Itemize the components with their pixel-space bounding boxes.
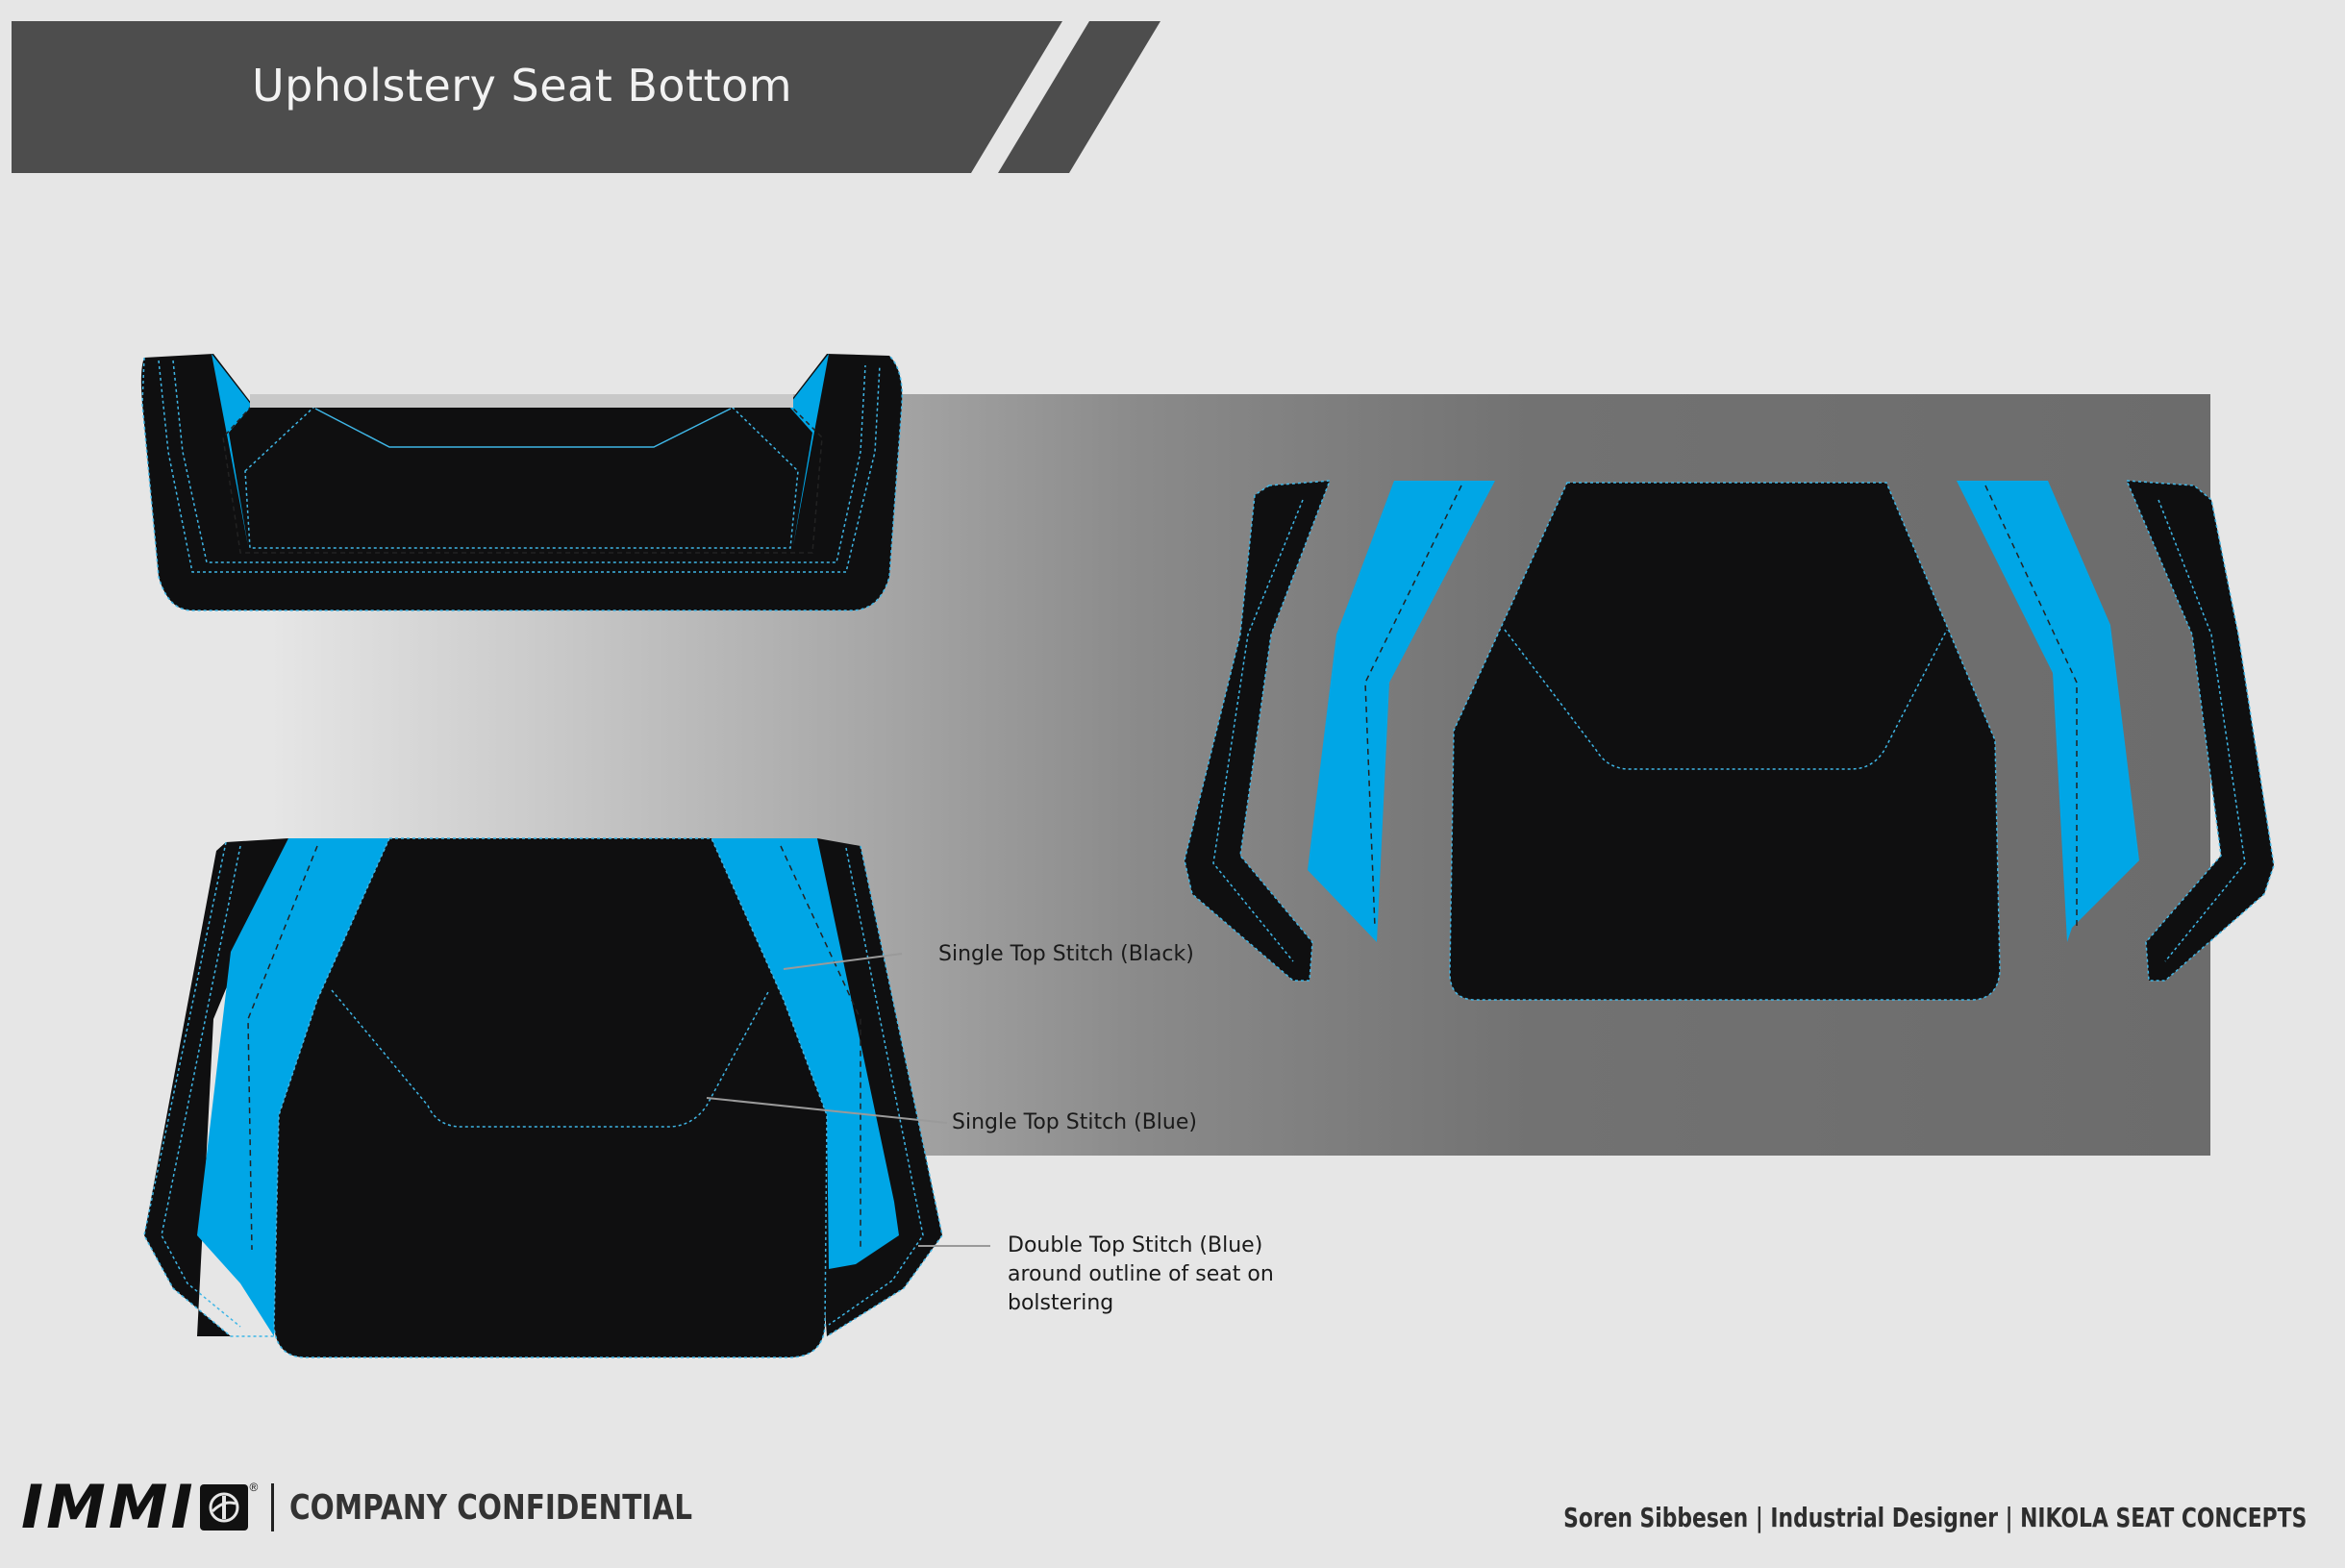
callout-single-top-stitch-blue: Single Top Stitch (Blue) bbox=[952, 1108, 1197, 1137]
callout-text: Single Top Stitch (Black) bbox=[938, 942, 1194, 966]
leader-single-black bbox=[783, 953, 903, 970]
footer-branding: IMMI ® COMPANY CONFIDENTIAL bbox=[21, 1477, 781, 1538]
leader-single-blue bbox=[706, 1097, 948, 1124]
immi-logo-icon bbox=[199, 1484, 248, 1531]
seat-pattern-pieces bbox=[1184, 480, 2275, 1001]
registered-mark: ® bbox=[249, 1481, 259, 1494]
seat-top-view bbox=[143, 837, 943, 1358]
company-confidential-label: COMPANY CONFIDENTIAL bbox=[289, 1487, 693, 1528]
callout-text: Single Top Stitch (Blue) bbox=[952, 1110, 1197, 1134]
header-stripe bbox=[998, 21, 1160, 173]
callout-line: Double Top Stitch (Blue) bbox=[1008, 1233, 1263, 1257]
callout-double-top-stitch-blue: Double Top Stitch (Blue) around outline … bbox=[1008, 1232, 1274, 1318]
footer-divider bbox=[271, 1483, 275, 1531]
designer-credit: Soren Sibbesen | Industrial Designer | N… bbox=[1562, 1502, 2307, 1533]
immi-logo-text: IMMI bbox=[21, 1472, 196, 1542]
page-title: Upholstery Seat Bottom bbox=[252, 60, 793, 112]
callout-line: around outline of seat on bbox=[1008, 1262, 1274, 1286]
callout-line: bolstering bbox=[1008, 1291, 1114, 1315]
callout-single-top-stitch-black: Single Top Stitch (Black) bbox=[938, 940, 1194, 969]
header-bar bbox=[12, 21, 1062, 173]
seat-rear-view bbox=[140, 354, 903, 611]
